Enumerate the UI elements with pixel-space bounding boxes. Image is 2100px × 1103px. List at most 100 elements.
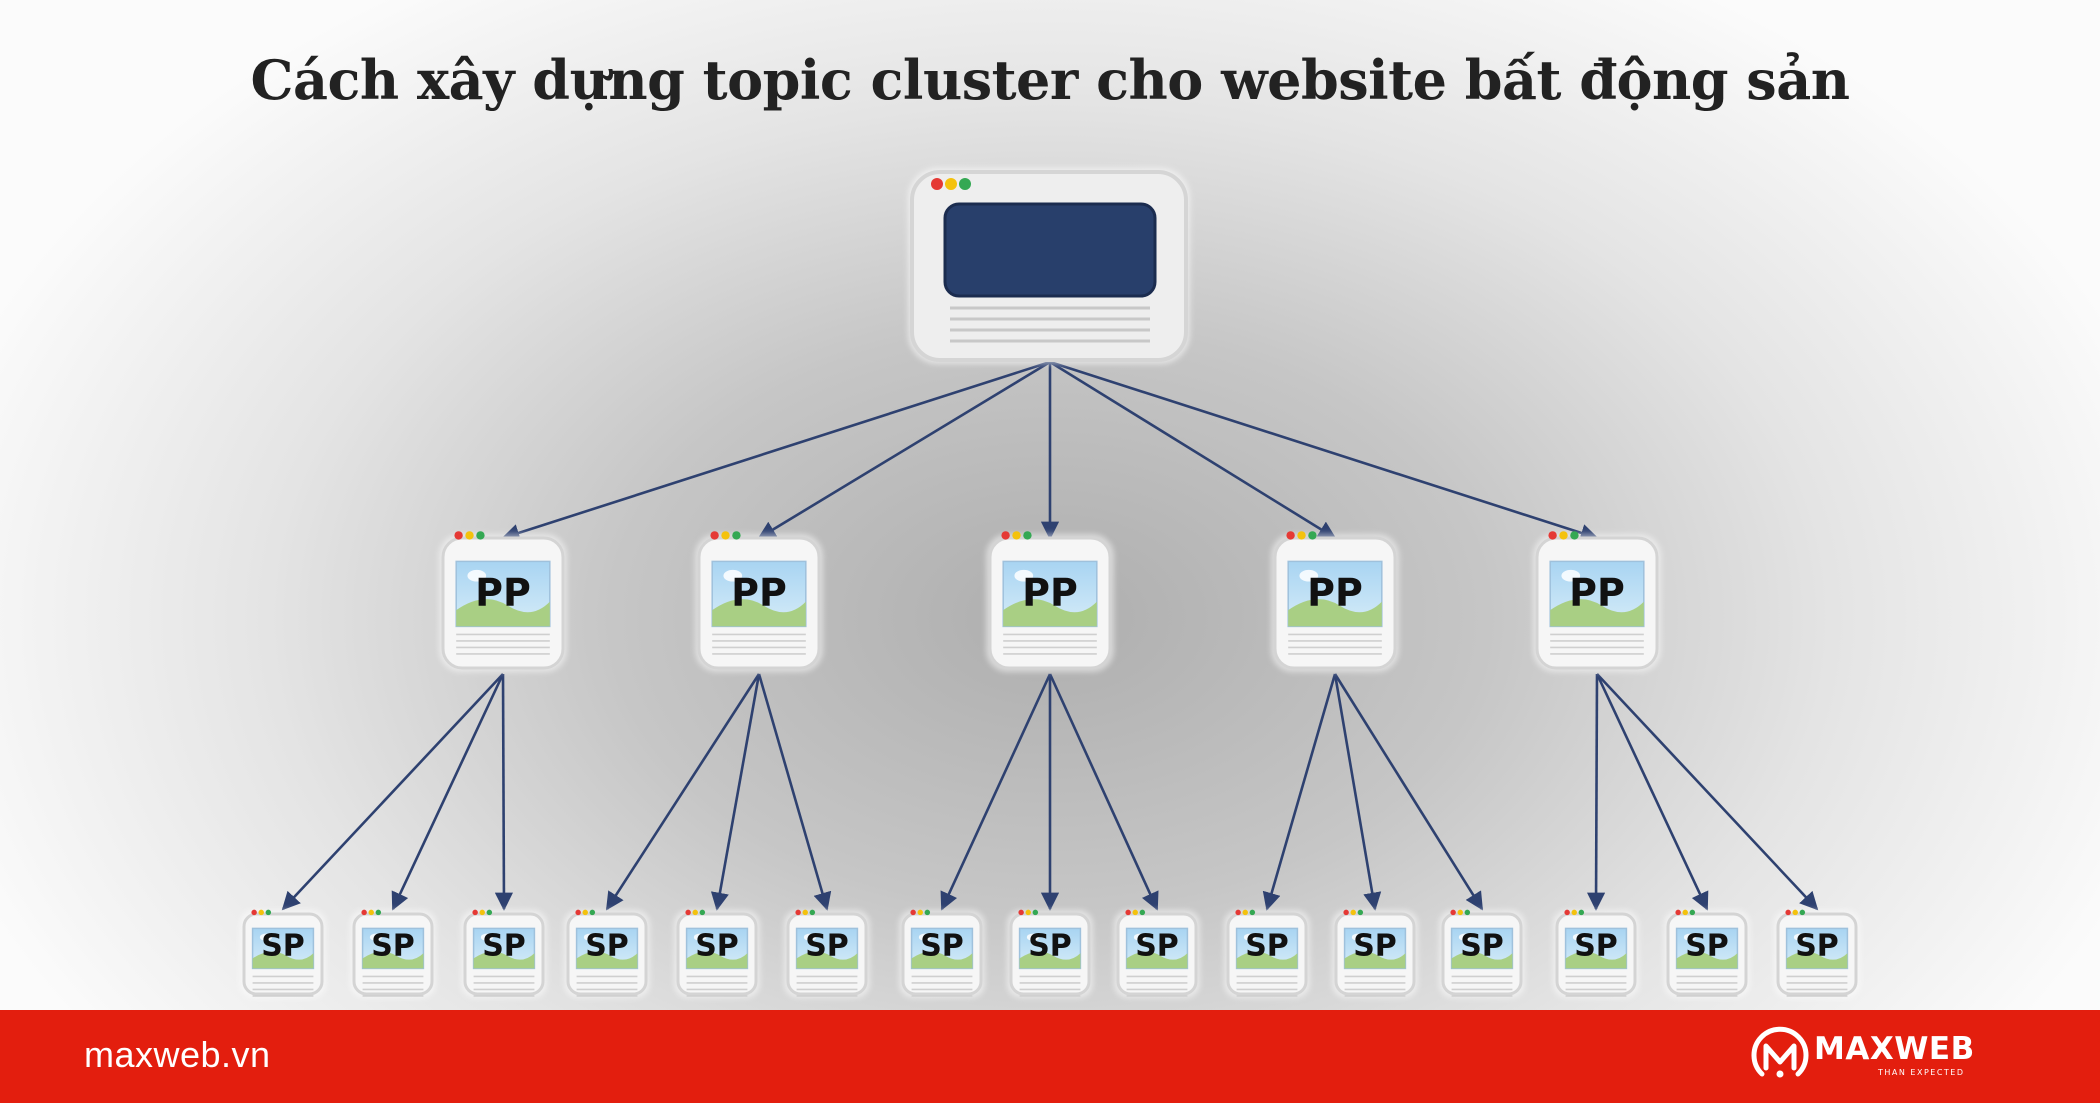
- window-dot: [454, 531, 463, 540]
- window-dot: [809, 909, 816, 916]
- window-dot: [1559, 531, 1568, 540]
- window-dot: [575, 909, 581, 916]
- window-dot: [1570, 531, 1579, 540]
- pillar-page-label: PP: [1307, 571, 1363, 615]
- window-dot: [265, 909, 272, 916]
- window-dot: [1125, 909, 1131, 916]
- window-dot: [361, 909, 367, 916]
- sub-pages: SP SP SP SP SP SP SP SP SP SP SP SP SP SP SP: [240, 909, 1860, 998]
- connector-arrow: [1048, 673, 1159, 911]
- connector-arrows: [281, 360, 1819, 911]
- window-dot: [1675, 909, 1681, 916]
- connector-arrow: [710, 673, 761, 911]
- window-dot: [802, 909, 808, 916]
- window-dot: [1689, 909, 1696, 916]
- window-dot-green: [959, 178, 971, 190]
- connector-arrow: [1586, 673, 1606, 911]
- sub-page: SP: [1332, 909, 1418, 998]
- window-dot: [1785, 909, 1791, 916]
- connector-arrow: [1333, 673, 1484, 911]
- window-dot: [1799, 909, 1806, 916]
- window-dot: [368, 909, 374, 916]
- sub-page-label: SP: [1135, 929, 1179, 964]
- pillar-page-label: PP: [1569, 571, 1625, 615]
- sub-page-label: SP: [371, 929, 415, 964]
- sub-page: SP: [674, 909, 760, 998]
- window-dot: [1464, 909, 1471, 916]
- window-dot: [1132, 909, 1138, 916]
- window-dot: [472, 909, 478, 916]
- window-dot: [479, 909, 485, 916]
- pillar-page: PP: [1271, 531, 1399, 672]
- brand-tagline: THAN EXPECTED: [1878, 1068, 1965, 1077]
- connector-arrow: [391, 673, 505, 911]
- window-dot: [1571, 909, 1577, 916]
- window-dot-yellow: [945, 178, 957, 190]
- window-dot: [476, 531, 485, 540]
- connector-arrow: [1049, 360, 1599, 542]
- sub-page: SP: [784, 909, 870, 998]
- window-dot: [486, 909, 493, 916]
- sub-page: SP: [350, 909, 436, 998]
- sub-page: SP: [1114, 909, 1200, 998]
- window-dot: [1025, 909, 1031, 916]
- window-dot: [1032, 909, 1039, 916]
- window-dot: [910, 909, 916, 916]
- pillar-page-label: PP: [475, 571, 531, 615]
- sub-page-label: SP: [695, 929, 739, 964]
- window-dot-red: [931, 178, 943, 190]
- window-dot: [917, 909, 923, 916]
- sub-page-label: SP: [1028, 929, 1072, 964]
- sub-page: SP: [1553, 909, 1639, 998]
- sub-page-label: SP: [482, 929, 526, 964]
- sub-page-label: SP: [261, 929, 305, 964]
- window-dot: [258, 909, 264, 916]
- root-browser-window: [908, 168, 1190, 364]
- connector-arrow: [1596, 673, 1819, 911]
- window-dot: [375, 909, 382, 916]
- window-dot: [1012, 531, 1021, 540]
- maxweb-logo-icon: [1751, 1026, 1809, 1078]
- footer-website: maxweb.vn: [84, 1034, 271, 1075]
- sub-page: SP: [1439, 909, 1525, 998]
- sub-page: SP: [564, 909, 650, 998]
- window-dot: [1001, 531, 1010, 540]
- window-dot: [1450, 909, 1456, 916]
- sub-page: SP: [1224, 909, 1310, 998]
- window-dot: [251, 909, 257, 916]
- window-dot: [589, 909, 596, 916]
- sub-page: SP: [899, 909, 985, 998]
- pillar-page: PP: [439, 531, 567, 672]
- sub-page: SP: [1007, 909, 1093, 998]
- sub-page: SP: [1774, 909, 1860, 998]
- window-dot: [1242, 909, 1248, 916]
- sub-page-label: SP: [805, 929, 849, 964]
- connector-arrow: [940, 673, 1052, 911]
- connector-arrow: [605, 673, 761, 911]
- window-dot: [1682, 909, 1688, 916]
- sub-page-label: SP: [1460, 929, 1504, 964]
- sub-page: SP: [1664, 909, 1750, 998]
- window-dot: [721, 531, 730, 540]
- window-dot: [1308, 531, 1317, 540]
- window-dot: [465, 531, 474, 540]
- window-dot: [1457, 909, 1463, 916]
- sub-page-label: SP: [1353, 929, 1397, 964]
- window-dot: [1343, 909, 1349, 916]
- window-dot: [1350, 909, 1356, 916]
- window-dot: [699, 909, 706, 916]
- connector-arrow: [1049, 360, 1337, 540]
- connector-arrow: [494, 673, 514, 911]
- pillar-page: PP: [695, 531, 823, 672]
- window-dot: [582, 909, 588, 916]
- sub-page-label: SP: [1795, 929, 1839, 964]
- sub-page-label: SP: [585, 929, 629, 964]
- connector-arrow: [281, 673, 504, 911]
- window-dot: [710, 531, 719, 540]
- footer-bar: maxweb.vn MAXWEB THAN EXPECTED: [0, 1010, 2100, 1103]
- pillar-page: PP: [1533, 531, 1661, 672]
- window-dot: [1357, 909, 1364, 916]
- sub-page-label: SP: [1245, 929, 1289, 964]
